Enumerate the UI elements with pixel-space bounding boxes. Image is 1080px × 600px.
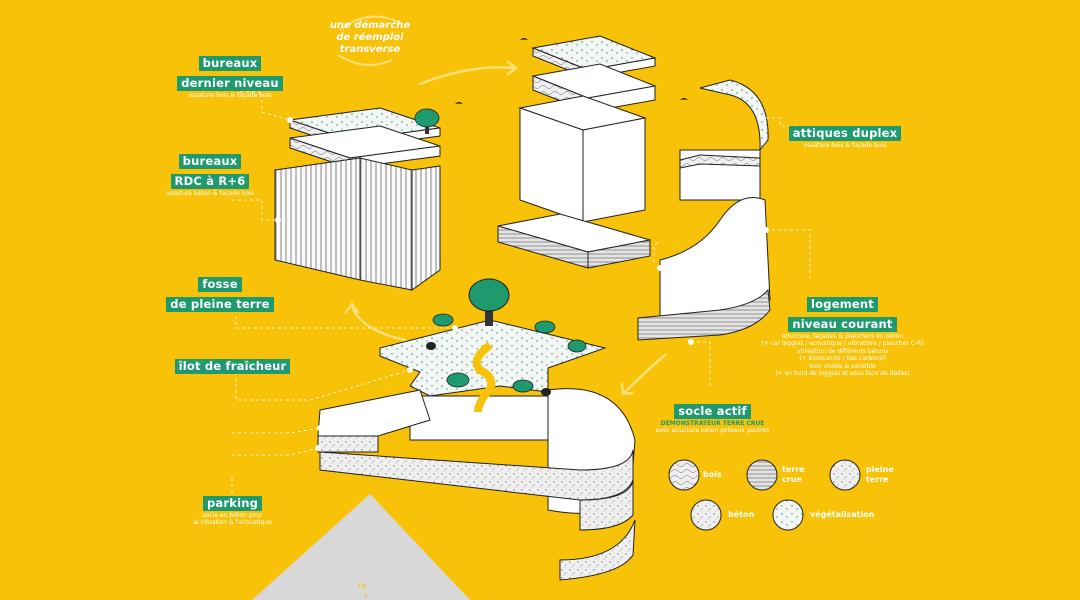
label-logement: logement niveau courant structure, façad… [761, 297, 924, 378]
label-fosse: fosse de pleine terre [160, 273, 280, 313]
label-socle-actif: socle actif DÉMONSTRATEUR TERRE CRUE ave… [655, 404, 770, 435]
label-parking: parking socle en béton pour la vibration… [193, 496, 272, 527]
bois-swatch-icon [668, 459, 700, 491]
bird-icon [680, 98, 688, 100]
leader-dots [275, 115, 769, 451]
yellow-path [472, 341, 496, 413]
corner-card [252, 494, 470, 600]
corner-card-text: Fa s [358, 582, 368, 599]
leader-lines [220, 91, 811, 506]
legend-vegetalisation: végétalisation [810, 510, 875, 519]
shrub-icons [426, 313, 587, 396]
terre-crue-swatch-icon [746, 459, 778, 491]
bird-icon [520, 38, 528, 40]
exploded-block [497, 35, 657, 269]
recycle-icon [337, 15, 399, 66]
reuse-motto: une démarche de réemploi transverse [329, 20, 411, 55]
legend-terre-crue: terre crue [782, 465, 805, 484]
legend-swatches [668, 459, 861, 531]
housing-building [637, 79, 771, 341]
label-bureaux-dernier-niveau: bureaux dernier niveau ossature bois & f… [170, 52, 290, 99]
label-attiques-duplex: attiques duplex ossature bois & façade b… [785, 122, 905, 149]
base-platform [317, 278, 636, 581]
flow-arrows [344, 60, 667, 396]
legend-beton: béton [728, 510, 755, 519]
office-building [274, 102, 463, 291]
label-ilot-fraicheur: îlot de fraîcheur [170, 355, 295, 375]
pleine-terre-swatch-icon [829, 459, 861, 491]
legend-pleine-terre: pleine terre [866, 465, 894, 484]
vegetalisation-swatch-icon [772, 499, 804, 531]
legend-bois: bois [703, 470, 722, 479]
big-tree-icon [468, 278, 510, 326]
beton-swatch-icon [690, 499, 722, 531]
label-bureaux-rdc: bureaux RDC à R+6 ossature béton & façad… [166, 154, 254, 197]
small-tree-icon [414, 108, 440, 134]
bird-icon [455, 102, 463, 104]
